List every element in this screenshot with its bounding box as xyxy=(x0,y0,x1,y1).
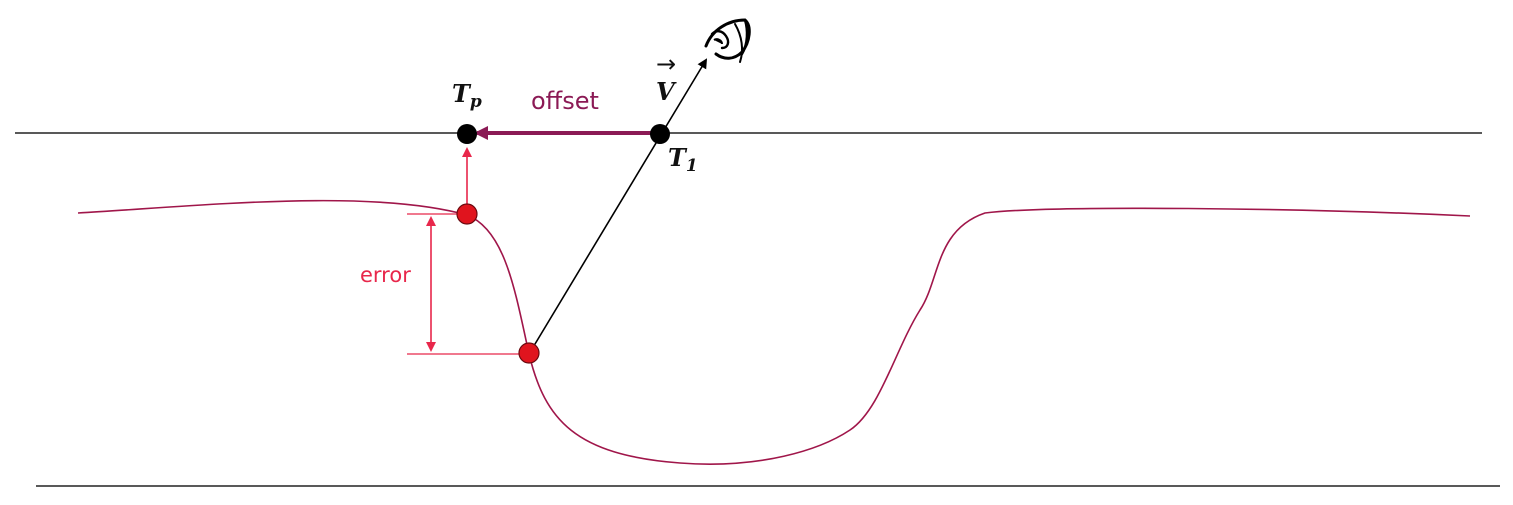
eye-icon xyxy=(704,18,751,63)
label-tp: Tp xyxy=(452,79,482,112)
point-surface-upper xyxy=(456,203,478,225)
label-t1-sub: 1 xyxy=(686,156,698,176)
label-v: V xyxy=(656,77,677,106)
label-tp-sub: p xyxy=(470,92,482,112)
point-surface-lower xyxy=(518,342,540,364)
height-surface-curve xyxy=(77,199,1471,465)
view-ray-line xyxy=(528,58,708,355)
label-t1-main: T xyxy=(668,143,688,172)
label-error: error xyxy=(360,263,411,287)
label-t1: T1 xyxy=(668,143,698,176)
label-tp-main: T xyxy=(452,79,472,108)
label-v-arrow: → xyxy=(656,50,676,78)
point-tp xyxy=(457,124,477,144)
label-offset: offset xyxy=(531,87,599,115)
point-t1 xyxy=(650,124,670,144)
